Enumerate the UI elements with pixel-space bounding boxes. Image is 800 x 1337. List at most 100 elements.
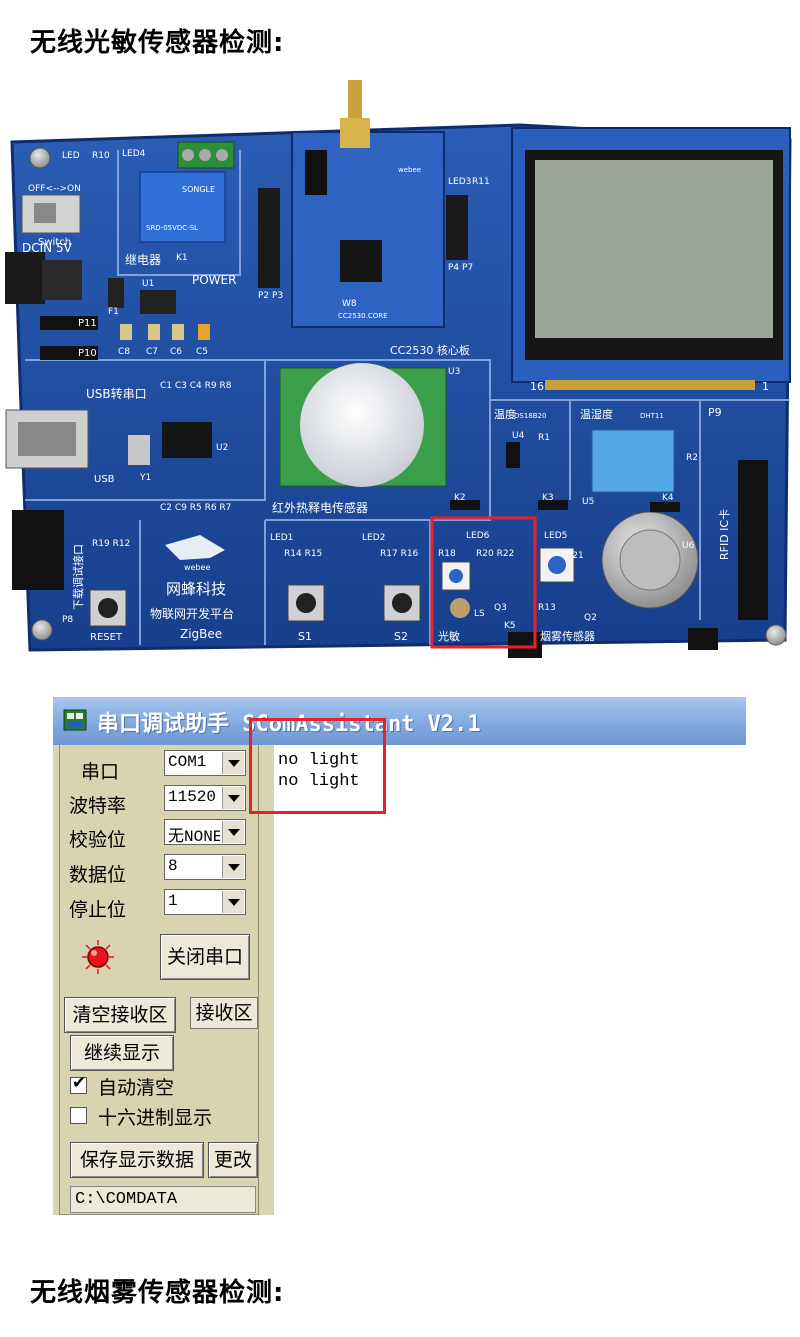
label-r10: R10 [92,151,110,161]
label-p8: P8 [62,615,73,625]
label-led3: LED3 [448,177,471,187]
save-path-field[interactable]: C:\COMDATA [70,1186,256,1213]
window-title: 串口调试助手 SComAssistant V2.1 [97,712,481,737]
label-temp: 温度 [494,407,516,421]
label-u5: U5 [582,497,594,507]
label-led2: LED2 [362,533,385,543]
label-led6: LED6 [466,531,490,541]
label-c7: C7 [146,347,158,357]
label-rfid: RFID IC卡 [718,509,731,560]
port-value: COM1 [168,753,207,771]
parity-value: 无NONE [168,828,220,846]
chevron-down-icon[interactable] [222,787,244,809]
label-f1: F1 [108,307,119,317]
label-k1: K1 [176,253,188,263]
databits-select[interactable]: 8 [164,854,246,880]
light-sensor-highlight [430,516,537,649]
section-heading-smoke-sensor: 无线烟雾传感器检测: [30,1278,285,1308]
label-dcin: DCIN 5V [22,241,73,255]
label-relay: 继电器 [125,253,161,267]
port-status-lamp-icon [82,940,114,974]
label-u6: U6 [682,541,695,551]
label-s1: S1 [298,630,312,643]
label-pir: 红外热释电传感器 [272,500,368,515]
label-u4: U4 [512,431,525,441]
label-k3: K3 [542,493,554,503]
label-k5: K5 [504,621,516,631]
label-c8: C8 [118,347,130,357]
label-caps-bottom: C2 C9 R5 R6 R7 [160,503,231,513]
label-relay-model: SRD-05VDC-SL [146,224,198,232]
receive-area[interactable]: no light no light [274,745,746,1215]
baud-label: 波特率 [69,795,127,817]
label-r13: R13 [538,603,556,613]
chevron-down-icon[interactable] [222,891,244,913]
databits-label: 数据位 [69,864,127,886]
label-r21: R21 [566,551,584,561]
label-smoke: 烟雾传感器 [540,629,595,643]
section-heading-light-sensor: 无线光敏传感器检测: [30,28,285,58]
receive-line: no light [278,751,360,770]
label-ls: LS [474,609,485,619]
check-icon: ✔ [72,1073,87,1093]
change-path-button[interactable]: 更改 [208,1142,258,1178]
label-k2: K2 [454,493,466,503]
label-r11: R11 [472,177,490,187]
label-webee: webee [184,563,210,572]
label-light: 光敏 [438,629,460,643]
label-u1: U1 [142,279,154,289]
label-led4: LED4 [122,149,146,159]
label-y1: Y1 [139,473,151,483]
title-bar[interactable]: 串口调试助手 SComAssistant V2.1 [53,697,746,745]
label-c5: C5 [196,347,208,357]
label-switch: Switch [38,237,71,248]
clear-receive-button[interactable]: 清空接收区 [64,997,176,1033]
receive-line: no light [278,772,360,791]
parity-select[interactable]: 无NONE [164,819,246,846]
stopbits-select[interactable]: 1 [164,889,246,915]
label-ds18b20: DS18B20 [514,412,546,420]
app-icon [63,709,87,731]
label-p4p7: P4 P7 [448,263,473,273]
label-cc-board: CC2530 核心板 [390,343,470,357]
serial-assistant-window: 串口调试助手 SComAssistant V2.1 串口 COM1 波特率 11… [53,697,746,1215]
stopbits-label: 停止位 [69,899,127,921]
label-r19r12: R19 R12 [92,539,130,549]
label-k4: K4 [662,493,674,503]
auto-clear-checkbox[interactable]: ✔ [70,1073,87,1094]
label-led1: LED1 [270,533,293,543]
chevron-down-icon[interactable] [222,821,244,843]
auto-clear-label: 自动清空 [98,1077,175,1099]
chevron-down-icon[interactable] [222,752,244,774]
label-lcd-16: 16 [530,380,544,393]
port-label: 串口 [81,761,120,783]
label-download: 下载调试接口 [72,544,85,610]
label-brand: 网蜂科技 [166,580,226,598]
close-port-button[interactable]: 关闭串口 [160,934,250,980]
databits-value: 8 [168,857,178,875]
hex-display-checkbox[interactable] [70,1107,87,1124]
label-switch-top: OFF<-->ON [28,184,81,194]
label-usb: USB [94,474,115,485]
receive-highlight [249,718,386,814]
label-r18: R18 [438,549,456,559]
tab-receive[interactable]: 接收区 [190,997,258,1029]
port-select[interactable]: COM1 [164,750,246,776]
label-p9: P9 [708,406,722,419]
label-p11: P11 [78,318,97,329]
label-module: CC2530.CORE [338,312,388,320]
label-caps-top: C1 C3 C4 R9 R8 [160,381,232,391]
save-data-button[interactable]: 保存显示数据 [70,1142,204,1178]
baud-select[interactable]: 11520 [164,785,246,811]
label-r2: R2 [686,453,698,463]
label-r14r15: R14 R15 [284,549,322,559]
label-r1: R1 [538,433,550,443]
label-reset: RESET [90,632,123,643]
label-usb-serial: USB转串口 [86,386,147,401]
label-platform: 物联网开发平台 [150,606,234,621]
chevron-down-icon[interactable] [222,856,244,878]
label-power: POWER [192,273,236,287]
continue-display-button[interactable]: 继续显示 [70,1035,174,1071]
label-humid: 温湿度 [580,407,613,421]
stopbits-value: 1 [168,892,178,910]
